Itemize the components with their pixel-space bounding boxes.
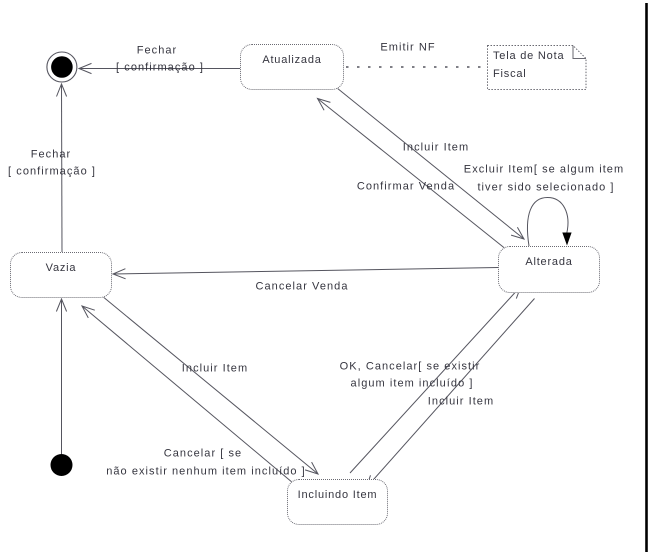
transition-initial-to-vazia[interactable] bbox=[55, 297, 68, 454]
state-incluindo-item-label: Incluindo Item bbox=[297, 489, 378, 501]
note-text-line2: Fiscal bbox=[493, 68, 527, 80]
label-incluir-item-atualizada: Incluir Item bbox=[402, 141, 470, 154]
transition-alterada-to-vazia[interactable] bbox=[111, 267, 499, 280]
state-atualizada[interactable]: Atualizada bbox=[240, 44, 344, 90]
label-ok-cancelar-line2: algum item incluído ] bbox=[350, 377, 474, 390]
label-cancelar-se-line1: Cancelar [ se bbox=[163, 447, 243, 460]
state-vazia[interactable]: Vazia bbox=[10, 252, 112, 298]
state-alterada[interactable]: Alterada bbox=[498, 246, 600, 293]
label-confirmacao-left: [ confirmação ] bbox=[8, 165, 96, 178]
transition-alterada-self[interactable] bbox=[526, 196, 572, 247]
label-fechar-top: Fechar bbox=[136, 44, 178, 57]
note-shape[interactable] bbox=[487, 45, 587, 90]
transition-alterada-to-atualizada[interactable] bbox=[316, 97, 513, 255]
label-ok-cancelar-line1: OK, Cancelar[ se existir bbox=[339, 360, 481, 373]
label-incluir-item-incluindo: Incluir Item bbox=[427, 395, 495, 408]
label-fechar-left: Fechar bbox=[30, 148, 72, 161]
final-state[interactable] bbox=[46, 51, 78, 83]
transition-vazia-to-incluindo[interactable] bbox=[95, 290, 320, 475]
state-atualizada-label: Atualizada bbox=[262, 54, 322, 66]
transition-atualizada-to-final[interactable] bbox=[77, 62, 240, 75]
note-tela-de-nota-fiscal: Tela de Nota Fiscal bbox=[493, 47, 564, 83]
label-emitir-nf: Emitir NF bbox=[380, 41, 436, 54]
label-incluir-item-vazia: Incluir Item bbox=[181, 362, 249, 375]
label-cancelar-se-line2: não existir nenhum item incluído ] bbox=[106, 465, 306, 478]
transition-atualizada-to-alterada[interactable] bbox=[336, 87, 526, 240]
label-confirmacao-top: [ confirmação ] bbox=[116, 61, 204, 74]
initial-state[interactable] bbox=[50, 454, 73, 476]
label-cancelar-venda: Cancelar Venda bbox=[255, 280, 349, 293]
label-confirmar-venda: Confirmar Venda bbox=[356, 180, 456, 193]
transition-vazia-to-final[interactable] bbox=[56, 82, 68, 253]
label-excluir-item-line1: Excluir Item[ se algum item bbox=[463, 163, 625, 176]
state-alterada-label: Alterada bbox=[525, 256, 573, 268]
note-text-line1: Tela de Nota bbox=[493, 50, 565, 62]
label-excluir-item-line2: tiver sido selecionado ] bbox=[477, 181, 615, 194]
state-incluindo-item[interactable]: Incluindo Item bbox=[287, 479, 388, 525]
state-vazia-label: Vazia bbox=[45, 262, 77, 274]
transition-incluindo-to-vazia[interactable] bbox=[80, 305, 294, 484]
